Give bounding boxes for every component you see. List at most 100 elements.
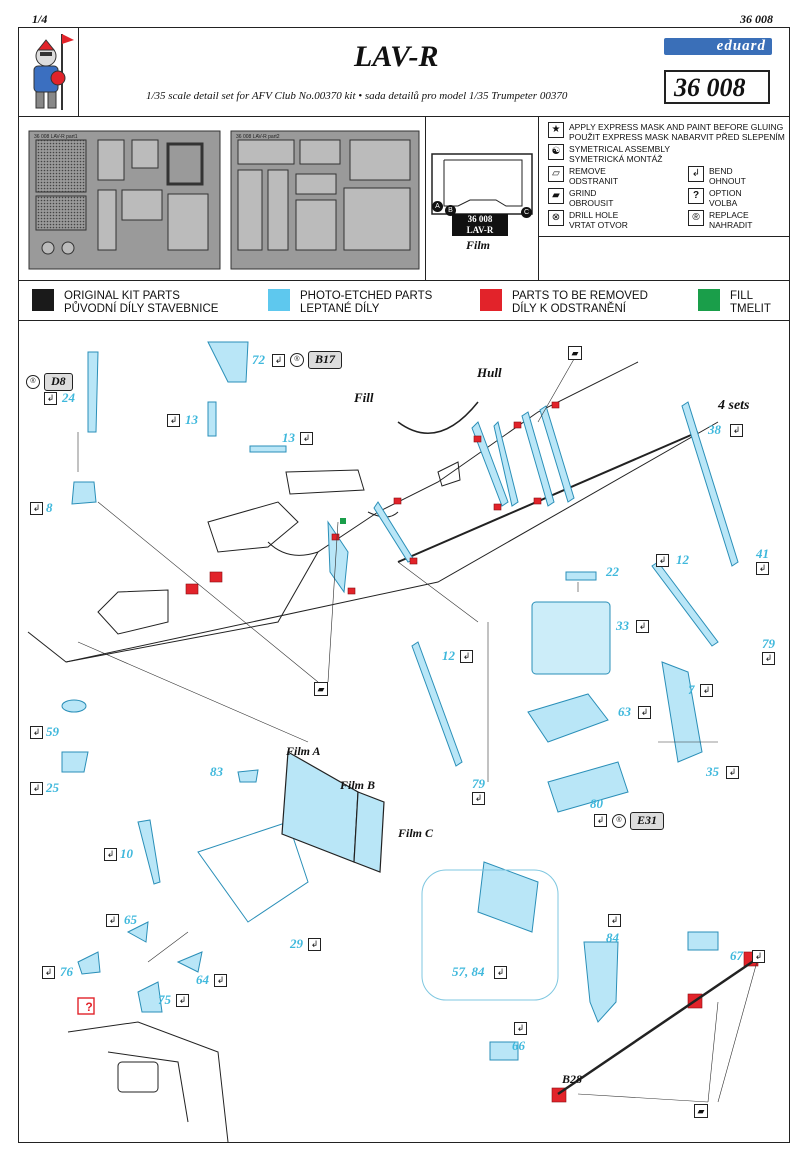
set-number: 36 008 — [674, 73, 746, 102]
pe-fret-2: 36 008 LAV-R part2 — [230, 130, 420, 270]
bend-icon: ↲ — [300, 432, 313, 445]
subtitle: 1/35 scale detail set for AFV Club No.00… — [146, 90, 568, 102]
replace-icon: ® — [612, 814, 626, 828]
bend-icon: ↲ — [104, 848, 117, 861]
film-sheet — [431, 153, 533, 215]
label-film-a: Film A — [286, 744, 321, 758]
legend-swatch-kit — [32, 289, 54, 311]
symbol-text-option: OPTION VOLBA — [709, 188, 742, 208]
bend-icon: ↲ — [762, 652, 775, 665]
part-13a: 13 — [185, 412, 198, 427]
symbol-text-bend: BEND OHNOUT — [709, 166, 746, 186]
bend-icon: ↲ — [272, 354, 285, 367]
legend-swatch-pe — [268, 289, 290, 311]
part-83: 83 — [210, 764, 223, 779]
bend-icon: ↲ — [106, 914, 119, 927]
set-code-top: 36 008 — [740, 12, 773, 26]
part-72: 72 — [252, 352, 265, 367]
divider — [425, 116, 426, 280]
grind-icon: ▰ — [568, 346, 582, 360]
label-hull: Hull — [477, 365, 502, 380]
legend-text-remove: PARTS TO BE REMOVED DÍLY K ODSTRANĚNÍ — [512, 290, 648, 315]
tag-d8: D8 — [44, 373, 73, 391]
remove-icon: ▱ — [548, 166, 564, 182]
film-mark-a: A — [432, 201, 443, 212]
part-41: 41 — [756, 546, 769, 561]
bend-icon: ↲ — [514, 1022, 527, 1035]
page-number: 1/4 — [32, 12, 48, 26]
bend-icon: ↲ — [30, 782, 43, 795]
divider — [538, 236, 790, 237]
grind-icon: ▰ — [694, 1104, 708, 1118]
part-66: 66 — [512, 1038, 525, 1053]
bend-icon: ↲ — [44, 392, 57, 405]
symbol-text-remove: REMOVE ODSTRANIT — [569, 166, 619, 186]
bend-icon: ↲ — [494, 966, 507, 979]
label-film-c: Film C — [398, 826, 434, 840]
bend-icon: ↲ — [726, 766, 739, 779]
part-65: 65 — [124, 912, 137, 927]
fret-label: 36 008 LAV-R part1 — [34, 134, 78, 140]
bend-icon: ↲ — [688, 166, 704, 182]
symbol-text-symmetric: SYMETRICAL ASSEMBLY SYMETRICKÁ MONTÁŽ — [569, 144, 671, 164]
bend-icon: ↲ — [730, 424, 743, 437]
part-33: 33 — [616, 618, 629, 633]
grind-icon: ▰ — [548, 188, 564, 204]
part-84: 84 — [606, 930, 619, 945]
bend-icon: ↲ — [472, 792, 485, 805]
label-film-b: Film B — [340, 778, 376, 792]
film-mark-c: C — [521, 207, 532, 218]
bend-icon: ↲ — [460, 650, 473, 663]
bend-icon: ↲ — [608, 914, 621, 927]
part-35: 35 — [706, 764, 719, 779]
part-12b: 12 — [442, 648, 455, 663]
legend-swatch-fill — [698, 289, 720, 311]
symbol-text-grind: GRIND OBROUSIT — [569, 188, 614, 208]
part-38: 38 — [708, 422, 721, 437]
replace-icon: ® — [688, 210, 704, 226]
bend-icon: ↲ — [756, 562, 769, 575]
drill-icon: ⊗ — [548, 210, 564, 226]
part-12a: 12 — [676, 552, 689, 567]
divider — [18, 280, 790, 281]
eduard-mascot-icon — [33, 34, 74, 110]
part-10: 10 — [120, 846, 133, 861]
page-frame — [18, 27, 790, 1143]
bend-icon: ↲ — [656, 554, 669, 567]
film-label: 36 008 LAV-R — [452, 214, 508, 236]
bend-icon: ↲ — [176, 994, 189, 1007]
part-13b: 13 — [282, 430, 295, 445]
label-4-sets: 4 sets — [718, 398, 750, 413]
part-25: 25 — [46, 780, 59, 795]
page-title: LAV-R — [354, 40, 439, 73]
divider — [18, 116, 790, 117]
bend-icon: ↲ — [30, 502, 43, 515]
grind-icon: ▰ — [314, 682, 328, 696]
bend-icon: ↲ — [42, 966, 55, 979]
divider — [18, 320, 790, 321]
legend-text-fill: FILL TMELIT — [730, 290, 771, 315]
option-question-icon: ? — [85, 1000, 93, 1014]
yin-yang-icon: ☯ — [548, 144, 564, 160]
divider — [538, 116, 539, 280]
part-64: 64 — [196, 972, 209, 987]
part-75: 75 — [158, 992, 171, 1007]
legend-text-pe: PHOTO-ETCHED PARTS LEPTANÉ DÍLY — [300, 290, 433, 315]
bend-icon: ↲ — [594, 814, 607, 827]
film-code: 36 008 — [467, 214, 493, 224]
brand-logo: eduard — [716, 38, 766, 54]
symbol-text-drill: DRILL HOLE VRTAT OTVOR — [569, 210, 628, 230]
part-67: 67 — [730, 948, 743, 963]
part-59: 59 — [46, 724, 59, 739]
replace-icon: ® — [290, 353, 304, 367]
part-80: 80 — [590, 796, 603, 811]
bend-icon: ↲ — [167, 414, 180, 427]
part-8: 8 — [46, 500, 53, 515]
bend-icon: ↲ — [214, 974, 227, 987]
film-name: LAV-R — [466, 225, 494, 235]
tag-b17: B17 — [308, 351, 343, 369]
label-b28: B28 — [562, 1072, 583, 1086]
legend-text-kit: ORIGINAL KIT PARTS PŮVODNÍ DÍLY STAVEBNI… — [64, 290, 219, 315]
part-29: 29 — [290, 936, 303, 951]
label-fill: Fill — [354, 390, 374, 405]
